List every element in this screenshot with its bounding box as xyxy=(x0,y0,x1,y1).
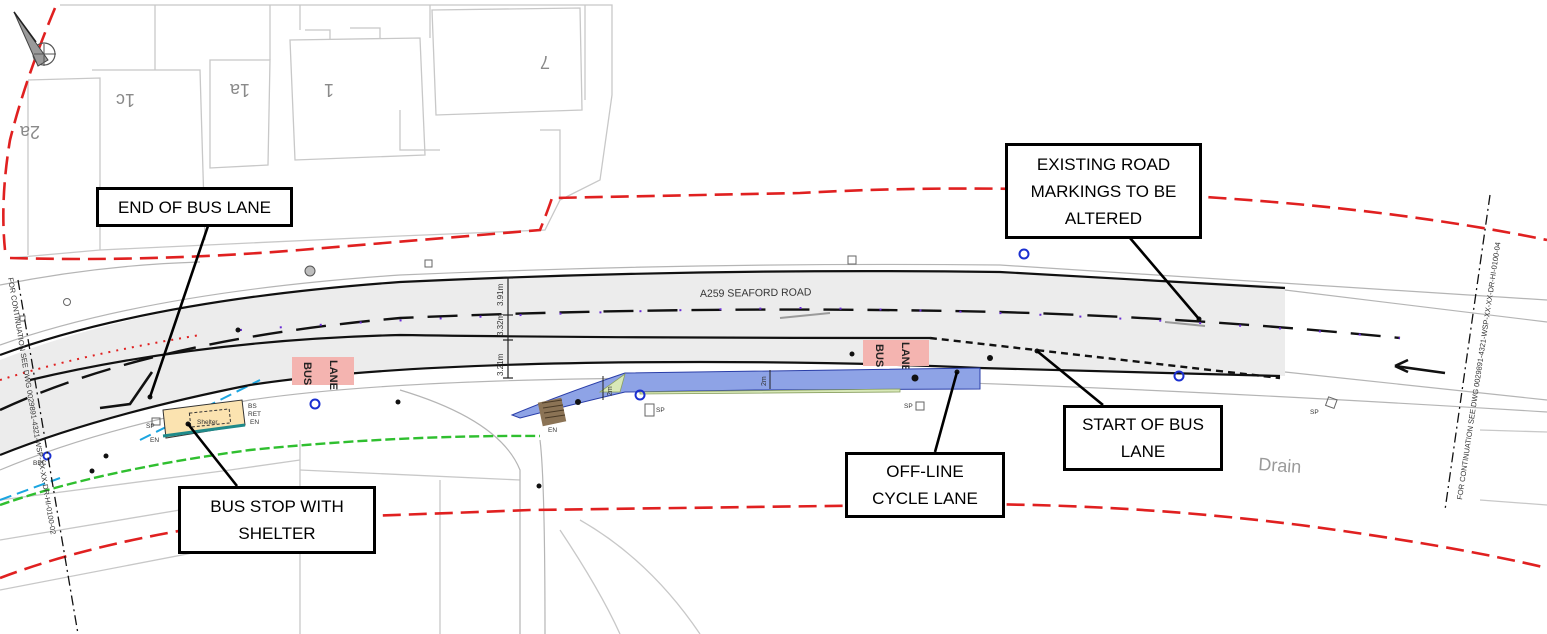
kerb-lines xyxy=(0,261,1547,634)
house-number: 1c xyxy=(116,90,135,110)
callout-text: ALTERED xyxy=(1064,208,1143,228)
bus-lane-text-4: LANE xyxy=(899,342,911,372)
callout-text: MARKINGS TO BE xyxy=(1030,181,1177,201)
lamp-column-icon xyxy=(304,265,316,277)
dimension-lines xyxy=(503,277,513,379)
utility-marker-icon xyxy=(1173,370,1185,382)
bus-stop-kerb xyxy=(162,423,246,438)
house-number: 7 xyxy=(540,52,550,72)
label-sp-4: SP xyxy=(1310,409,1319,416)
callout-text: END OF BUS LANE xyxy=(117,197,272,217)
utility-marker-icon xyxy=(309,398,321,410)
width-label-upper: 3.91m xyxy=(496,283,505,306)
cycle-symbols xyxy=(575,355,993,405)
cycle-lane-verge xyxy=(598,373,901,395)
callout-text: OFF-LINE xyxy=(886,462,964,481)
label-sp-2: SP xyxy=(656,407,665,414)
house-numbers: 2a 1c 1a 1 7 xyxy=(19,52,550,142)
callout-text: BUS STOP WITH xyxy=(210,497,344,516)
callout-text: CYCLE LANE xyxy=(872,489,978,508)
label-en-3: EN xyxy=(548,427,557,434)
label-sp-3: SP xyxy=(904,403,913,410)
utility-markers xyxy=(42,248,1185,461)
utility-marker-icon xyxy=(634,389,646,401)
red-dotted-line xyxy=(0,334,201,381)
house-number: 2a xyxy=(19,122,40,142)
traffic-arrows xyxy=(99,358,1446,410)
label-bs: BS xyxy=(248,403,257,410)
label-sp-1: SP xyxy=(146,423,155,430)
shelter-structure xyxy=(188,408,232,428)
bus-lane-text-3: BUS xyxy=(873,344,885,367)
cycle-lane-dimensions xyxy=(602,370,771,400)
green-service-line xyxy=(0,434,541,507)
sign-symbols xyxy=(19,255,1338,426)
callout-text: START OF BUS xyxy=(1082,415,1204,434)
road-name: A259 SEAFORD ROAD xyxy=(700,286,812,300)
callout-end-of-bus-lane: END OF BUS LANE xyxy=(96,187,293,227)
label-en-1: EN xyxy=(150,437,159,444)
dimension-labels: 3.91m 3.32m 3.21m xyxy=(496,283,505,376)
width-label-lower: 3.21m xyxy=(496,353,505,376)
callout-bus-stop-shelter: BUS STOP WITH SHELTER xyxy=(178,486,376,554)
callout-leaders xyxy=(148,225,1200,487)
shelter-label: Shelter xyxy=(197,419,218,426)
cyan-service-line xyxy=(0,379,261,501)
bus-lane-text-2: LANE xyxy=(327,360,339,390)
bus-lane-marking-right: BUS LANE xyxy=(863,340,929,372)
continuation-lines xyxy=(17,194,1491,634)
grey-arrows xyxy=(779,312,1206,327)
utility-marker-icon xyxy=(1018,248,1030,260)
label-ret: RET xyxy=(248,411,261,418)
house-number: 1 xyxy=(324,80,334,100)
width-label-middle: 3.32m xyxy=(496,313,505,336)
drain-label: Drain xyxy=(1258,454,1302,477)
house-number: 1a xyxy=(229,80,250,100)
road-surface xyxy=(0,271,1285,455)
bus-lane-marking-left: BUS LANE xyxy=(292,357,354,390)
bus-lane-text-1: BUS xyxy=(301,362,313,385)
callout-start-of-bus-lane: START OF BUS LANE xyxy=(1063,405,1223,471)
continuation-note-right: FOR CONTINUATION SEE DWG 0029891-4321-WS… xyxy=(1455,241,1502,500)
callout-text: LANE xyxy=(1120,442,1166,461)
footway-width-label: 2m xyxy=(607,386,614,396)
centre-line xyxy=(0,308,1401,412)
purple-dots xyxy=(239,306,1401,339)
carriageway-edges xyxy=(0,270,1286,457)
callout-text: EXISTING ROAD xyxy=(1036,154,1171,174)
markings-to-alter xyxy=(929,336,1281,380)
label-bec: BEC xyxy=(33,460,47,467)
callout-text: SHELTER xyxy=(238,524,316,543)
bus-stop-small-labels: SP EN BS RET EN BEC EN SP SP SP xyxy=(33,403,1319,467)
cycle-width-label: 2m xyxy=(761,376,768,386)
callout-off-line-cycle-lane: OFF-LINE CYCLE LANE xyxy=(845,452,1005,518)
cycle-lane-tactile xyxy=(537,397,567,427)
north-arrow-icon xyxy=(13,11,56,67)
label-en-2: EN xyxy=(250,419,259,426)
callout-existing-markings: EXISTING ROAD MARKINGS TO BE ALTERED xyxy=(1005,143,1202,239)
